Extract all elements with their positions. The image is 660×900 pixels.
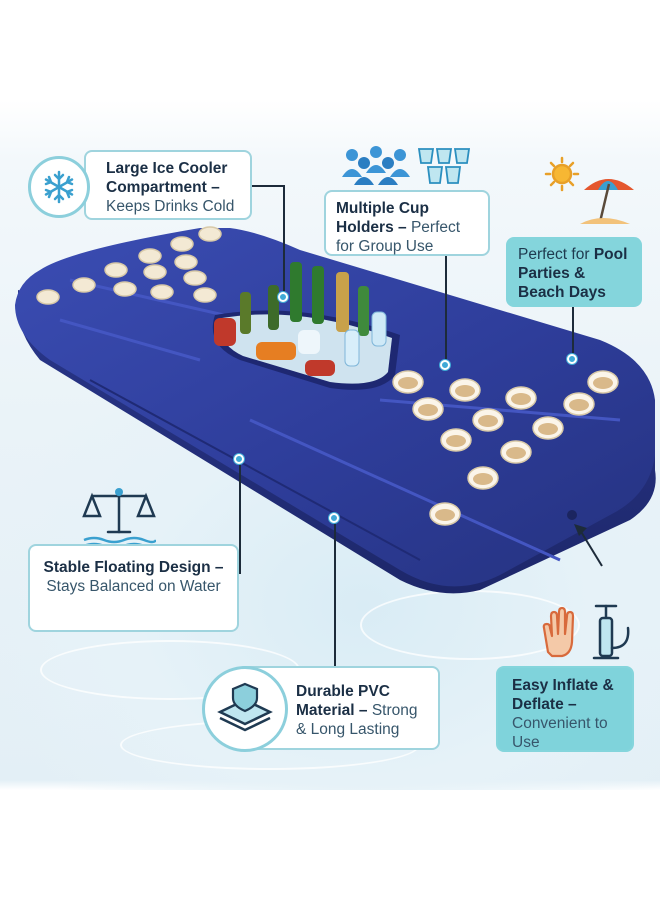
inflate-text: Convenient to Use	[512, 715, 608, 751]
cups-icon	[417, 148, 471, 184]
ice-cooler-callout: Large Ice Cooler Compartment – Keeps Dri…	[84, 150, 252, 220]
inflate-callout: Easy Inflate & Deflate – Convenient to U…	[496, 666, 634, 752]
pool-parties-title: Pool Parties & Beach Days	[518, 246, 628, 301]
hand-pump-icon	[542, 604, 630, 660]
air-valve	[567, 510, 577, 520]
connector-dot	[440, 360, 450, 370]
connector-line	[283, 185, 285, 297]
stable-callout: Stable Floating Design – Stays Balanced …	[28, 544, 239, 632]
shield-layers-icon	[202, 666, 288, 752]
stable-title: Stable Floating Design –	[43, 559, 224, 576]
connector-line	[239, 460, 241, 574]
snowflake-icon	[28, 156, 90, 218]
drink-bottles	[214, 262, 387, 376]
cup-holders-title: Multiple Cup Holders –	[336, 200, 429, 236]
cup-holders-right	[392, 370, 619, 526]
connector-line	[250, 185, 284, 187]
cup-holders-text: Perfect for Group Use	[336, 219, 461, 255]
inflate-title: Easy Inflate & Deflate –	[512, 677, 614, 713]
cup-holders-left	[36, 226, 222, 305]
pool-parties-callout: Perfect for Pool Parties & Beach Days	[506, 237, 642, 307]
connector-dot	[234, 454, 244, 464]
connector-line	[572, 306, 574, 356]
connector-line	[334, 520, 336, 668]
pvc-text: Strong & Long Lasting	[296, 702, 418, 738]
people-group-icon	[342, 146, 410, 185]
cup-holders-callout: Multiple Cup Holders – Perfect for Group…	[324, 190, 490, 256]
connector-line	[445, 255, 447, 365]
pool-parties-lead: Perfect for	[518, 246, 590, 263]
ice-cooler-text: Keeps Drinks Cold	[106, 198, 235, 215]
beach-umbrella-icon	[544, 156, 634, 224]
pvc-title: Durable PVC Material –	[296, 683, 390, 719]
connector-dot	[567, 354, 577, 364]
arrow-icon	[574, 524, 603, 567]
balance-scale-icon	[82, 488, 156, 548]
ice-cooler-title: Large Ice Cooler Compartment –	[106, 160, 228, 196]
connector-dot	[329, 513, 339, 523]
stable-text: Stays Balanced on Water	[46, 578, 221, 595]
connector-dot	[278, 292, 288, 302]
